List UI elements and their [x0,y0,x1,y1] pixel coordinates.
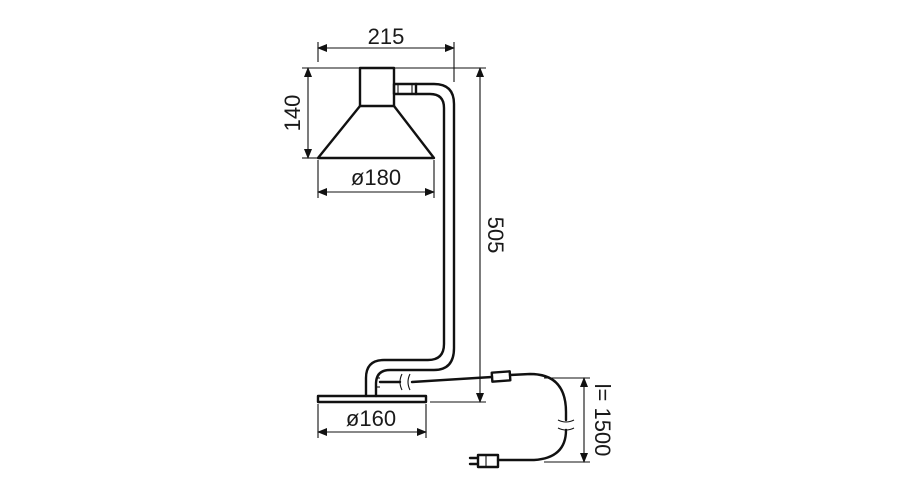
dim-cable-length-label: l= 1500 [590,384,615,457]
dim-base-diameter-label: ø160 [346,406,396,431]
cable-switch [490,370,512,383]
dim-shade-diameter-label: ø180 [351,165,401,190]
dim-total-height: 505 [394,67,508,403]
lamp-arm-inner [364,92,446,398]
lamp-shade [316,104,436,160]
dim-shade-height-label: 140 [280,95,305,132]
dim-width-label: 215 [368,24,405,49]
cable-break-mark-2 [407,373,411,391]
power-cable [378,370,575,469]
lamp-base [316,394,428,404]
dim-base-diameter: ø160 [317,404,427,438]
dim-shade-diameter: ø180 [317,160,435,198]
lamp-arm-outer [374,82,456,398]
dim-shade-height: 140 [280,67,360,159]
power-plug [468,453,500,469]
dim-total-height-label: 505 [483,217,508,254]
arm-connector [392,82,418,96]
cable-segment-lower [508,372,568,422]
dim-width: 215 [317,24,455,82]
lamp-body [316,66,456,404]
cable-break-mark-1 [399,373,403,391]
lamp-socket [358,66,396,108]
dim-cable-length: l= 1500 [544,377,615,463]
cable-segment-to-plug [496,428,568,462]
